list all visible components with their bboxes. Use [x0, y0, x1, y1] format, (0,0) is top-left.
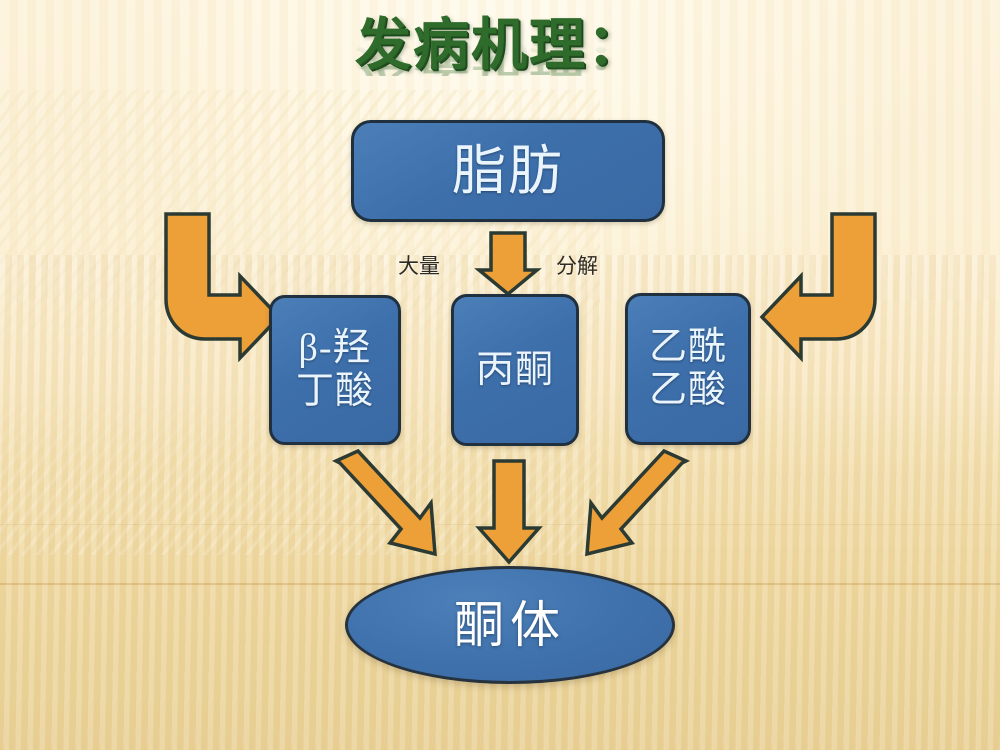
flow-label-large-amount: 大量: [398, 254, 440, 278]
arrow-curve-right-icon: [164, 212, 282, 363]
flow-label-decomposition: 分解: [556, 254, 598, 278]
arrow-diagonal-down-left-icon: [585, 448, 691, 557]
node-fat-label: 脂肪: [452, 140, 564, 201]
node-beta-hydroxybutyrate[interactable]: β-羟 丁酸: [269, 295, 401, 445]
arrow-curve-left-icon: [759, 212, 877, 363]
node-acetoacetate[interactable]: 乙酰 乙酸: [625, 293, 751, 445]
node-ketone-bodies[interactable]: 酮体: [345, 566, 675, 684]
slide-title-block: 发病机理： 发病机理：: [0, 18, 1000, 132]
arrow-down-icon-acetone-to-ketone: [475, 459, 543, 565]
arrow-down-icon-fat-to-products: [474, 231, 542, 297]
node-ketone-bodies-label: 酮体: [454, 597, 566, 653]
page-title-reflection: 发病机理：: [355, 38, 645, 80]
node-beta-hydroxybutyrate-label: β-羟 丁酸: [295, 327, 374, 412]
node-fat[interactable]: 脂肪: [351, 120, 665, 222]
node-acetone-label: 丙酮: [475, 348, 554, 391]
node-acetone[interactable]: 丙酮: [451, 294, 579, 446]
node-acetoacetate-label: 乙酰 乙酸: [648, 326, 727, 411]
arrow-diagonal-down-right-icon: [331, 448, 437, 557]
page-title: 发病机理：: [355, 13, 645, 78]
background-horizontal-line-upper: [0, 524, 1000, 525]
